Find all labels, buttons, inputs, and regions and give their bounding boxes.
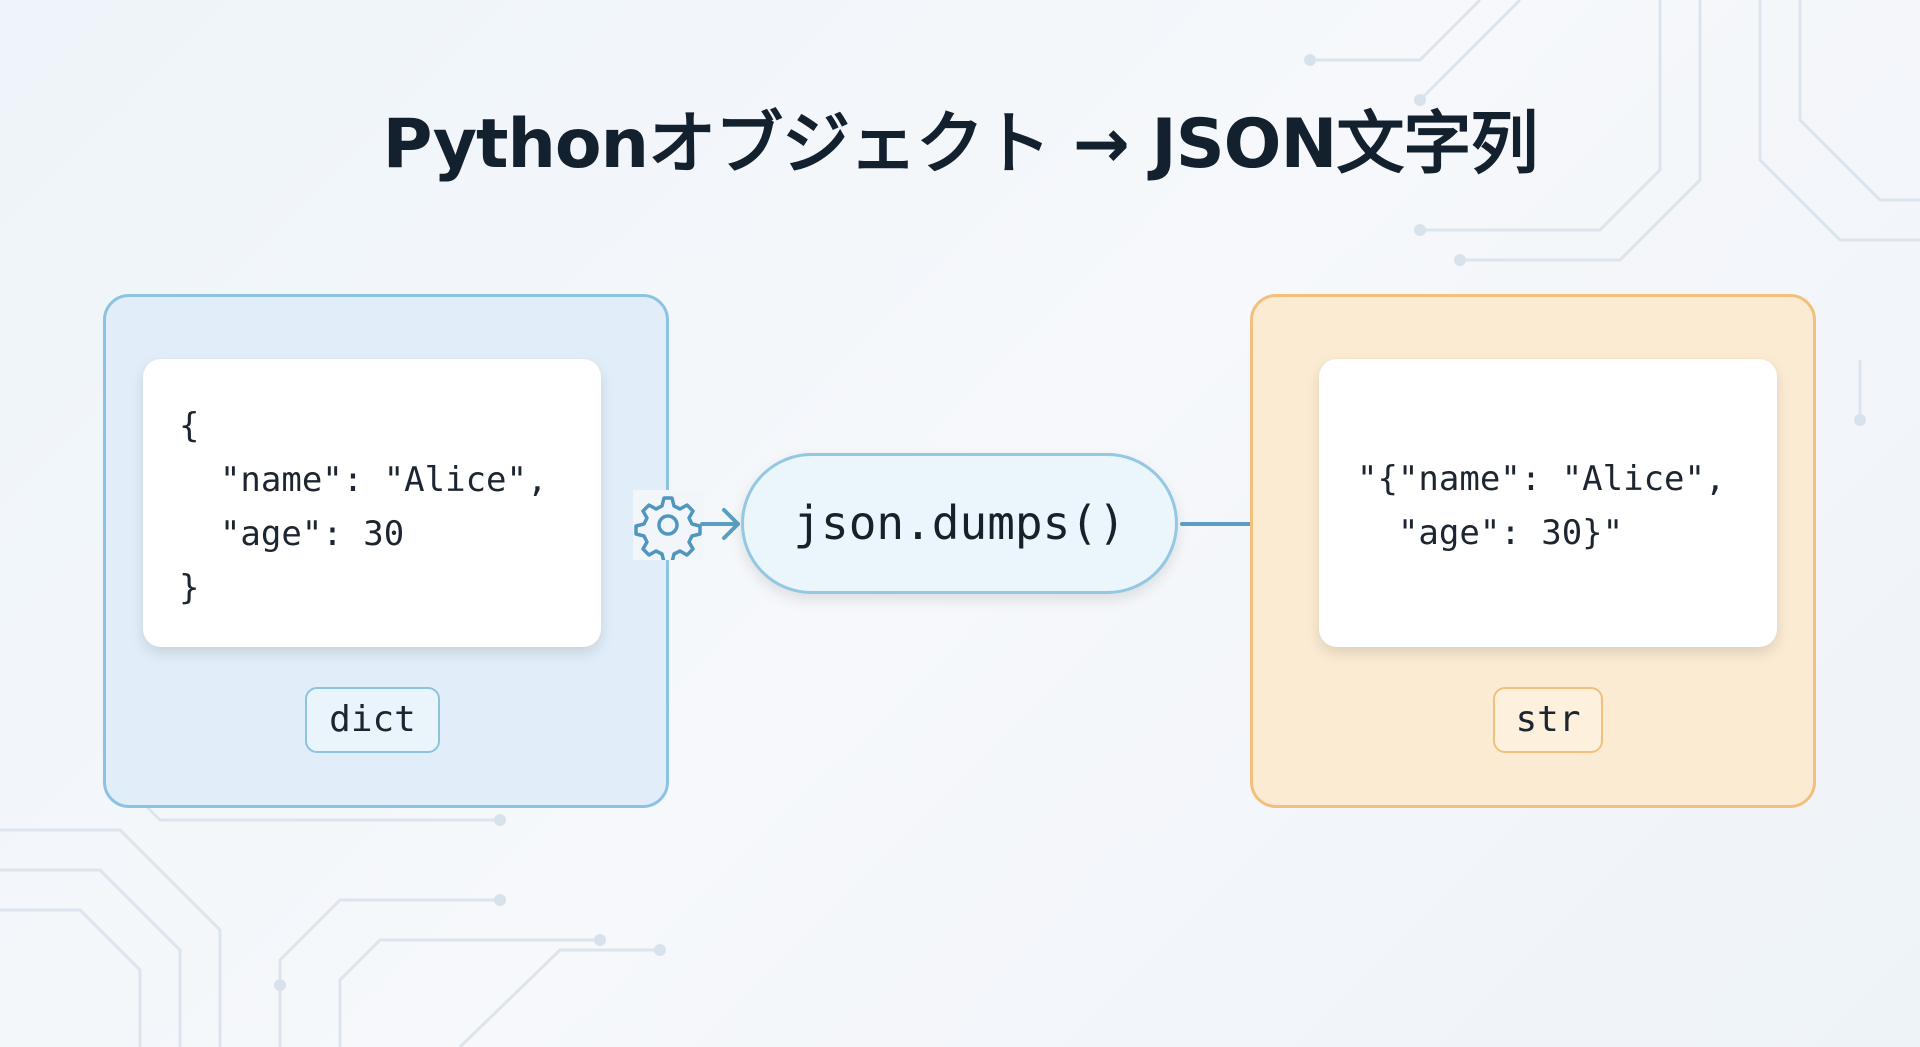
code-line: "name": "Alice",	[179, 460, 548, 500]
dict-type-label: dict	[305, 687, 440, 753]
code-line: {	[179, 406, 200, 446]
page-title: Pythonオブジェクト → JSON文字列	[382, 105, 1539, 184]
gear-icon	[633, 490, 703, 564]
dict-code-card: { "name": "Alice", "age": 30}	[143, 359, 601, 647]
json-dumps-function: json.dumps()	[741, 453, 1178, 594]
arrow-icon	[700, 508, 740, 540]
code-line: "{"name": "Alice",	[1357, 459, 1726, 499]
string-code-card: "{"name": "Alice", "age": 30}"	[1319, 359, 1777, 647]
json-string-panel: "{"name": "Alice", "age": 30}" str	[1250, 294, 1816, 808]
str-type-label: str	[1493, 687, 1603, 753]
python-dict-panel: { "name": "Alice", "age": 30} dict	[103, 294, 669, 808]
code-line: "age": 30}"	[1357, 513, 1624, 553]
code-line: "age": 30	[179, 514, 405, 554]
code-line: }	[179, 568, 200, 608]
